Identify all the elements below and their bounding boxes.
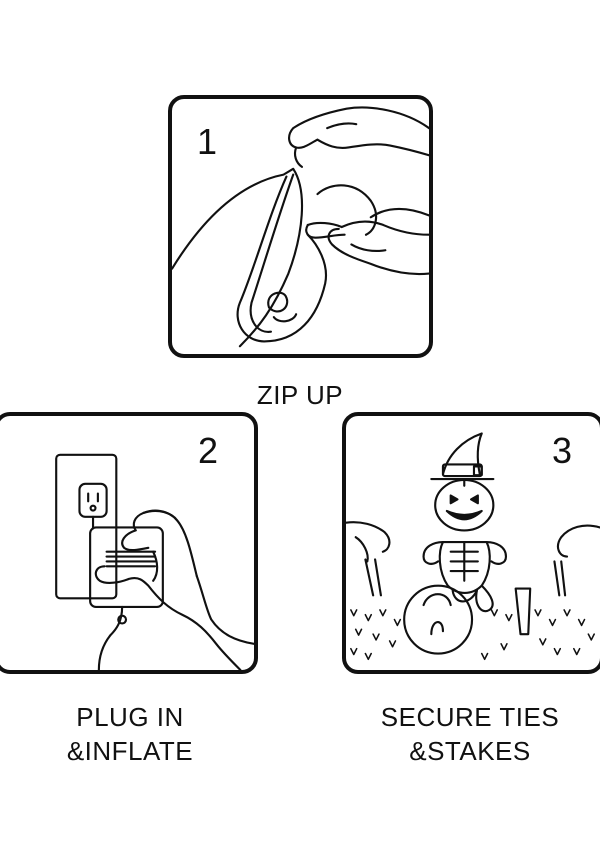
staking-inflatable-icon xyxy=(346,432,600,661)
step-3-number: 3 xyxy=(552,430,573,471)
hand-zipping-bag-icon xyxy=(172,106,429,348)
step-2-caption: PLUG IN &INFLATE xyxy=(0,700,260,768)
step-2-panel: 2 xyxy=(0,412,258,674)
step-3-caption-line-1: SECURE TIES xyxy=(380,702,560,732)
step-2-caption-line-2: &INFLATE xyxy=(66,736,194,766)
step-2-caption-line-1: PLUG IN xyxy=(76,702,184,732)
step-1-number: 1 xyxy=(197,121,218,162)
step-1-panel: 1 xyxy=(168,95,433,358)
step-2-number: 2 xyxy=(198,430,219,471)
plug-into-outlet-icon xyxy=(55,453,254,670)
step-1-caption-line-1: ZIP UP xyxy=(256,380,344,410)
step-3-caption-line-2: &STAKES xyxy=(409,736,531,766)
step-3-panel: 3 xyxy=(342,412,600,674)
step-3-caption: SECURE TIES &STAKES xyxy=(340,700,600,768)
step-1-caption: ZIP UP xyxy=(170,378,430,412)
